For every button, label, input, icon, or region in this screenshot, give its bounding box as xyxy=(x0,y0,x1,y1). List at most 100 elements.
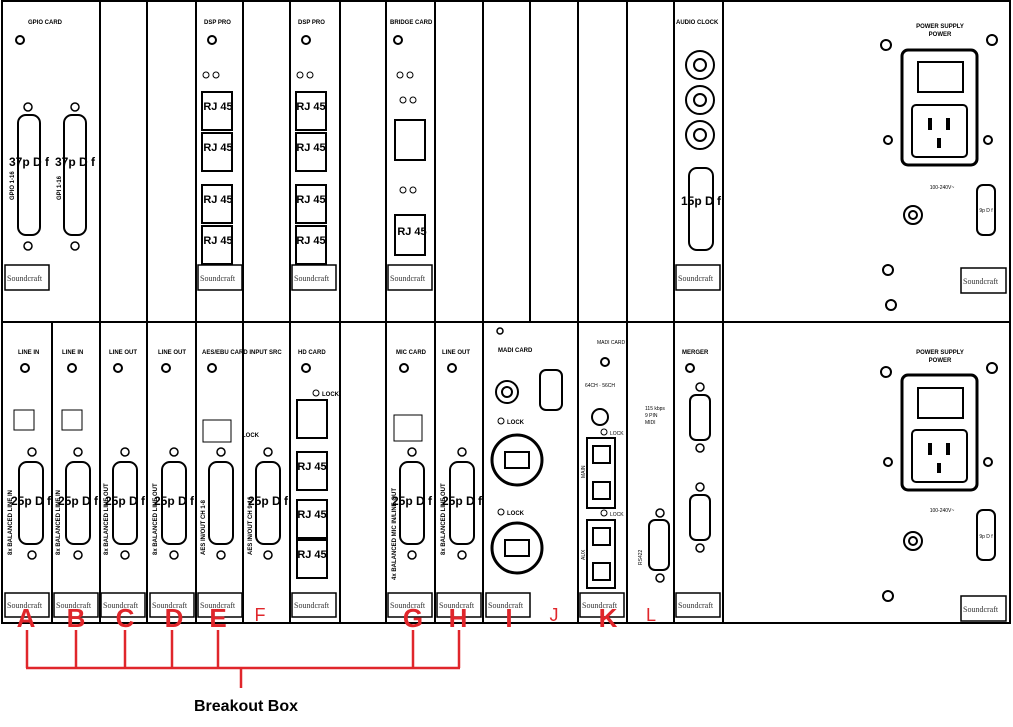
bridge-rj45-2 xyxy=(394,214,426,256)
madi-2-main: MAIN xyxy=(581,465,587,478)
bridge-brand: Soundcraft xyxy=(390,274,426,283)
hd-rj45-2 xyxy=(296,451,328,491)
line-out-c-dsub xyxy=(112,461,138,545)
psu-top-sub: POWER xyxy=(929,32,952,38)
aes-vlabel-1: AES IN/OUT CH 1-8 xyxy=(201,499,207,555)
slot-letter-e: E xyxy=(209,603,226,633)
dsp-1-rj45-4 xyxy=(201,225,233,265)
slot-letter-l: L xyxy=(646,605,656,625)
audio-clock-conn-label: 15p D f xyxy=(681,194,722,208)
slot-letter-j: J xyxy=(550,605,559,625)
dsp-card-2-title: DSP PRO xyxy=(298,20,325,26)
line-in-card-b: LINE IN 25p D f 8x BALANCED LINE IN Soun… xyxy=(53,350,99,618)
dsp-card-2: DSP PRO RJ 45 RJ 45 RJ 45 RJ 45 Soundcra… xyxy=(291,20,337,291)
madi-card-2: MADI CARD 64CH · 56CH 115 kbps 9 PIN MID… xyxy=(579,340,670,618)
gpio-connector-2 xyxy=(63,114,87,236)
line-out-d-vlabel: 8x BALANCED LINE OUT xyxy=(153,483,159,555)
breakout-box-caption: Breakout Box xyxy=(194,698,298,715)
bnc-connector-3 xyxy=(685,120,715,150)
madi-2-title: MADI CARD xyxy=(597,340,625,346)
line-in-a-vlabel: 8x BALANCED LINE IN xyxy=(8,490,14,555)
top-slot-dividers xyxy=(99,1,724,322)
psu-bottom-brand: Soundcraft xyxy=(963,605,999,614)
line-out-c-brand: Soundcraft xyxy=(103,601,139,610)
line-out-d-dsub xyxy=(161,461,187,545)
madi-2-rs: RS422 xyxy=(638,549,644,565)
hd-title: HD CARD xyxy=(298,350,326,356)
madi-2-ch: 64CH · 56CH xyxy=(585,383,615,389)
madi-2-aux: AUX xyxy=(581,549,587,560)
line-in-a-conn: 25p D f xyxy=(11,494,52,508)
line-in-a-title: LINE IN xyxy=(18,350,39,356)
aes-conn: 25p D f xyxy=(248,494,289,508)
hd-rj45-4-label: RJ 45 xyxy=(297,549,326,561)
aes-lock: LOCK xyxy=(242,433,260,439)
dsp-1-rj45-1-label: RJ 45 xyxy=(203,101,232,113)
psu-top: POWER SUPPLY POWER 100-240V~ 9p D f Soun… xyxy=(880,24,1007,311)
line-in-a-brand: Soundcraft xyxy=(7,601,43,610)
psu-top-switch xyxy=(917,61,964,93)
line-in-b-dsub xyxy=(65,461,91,545)
mic-vlabel: 4x BALANCED MIC IN/LINE OUT xyxy=(392,488,398,580)
madi-2-lock-2: LOCK xyxy=(610,512,624,518)
dsp-1-rj45-3 xyxy=(201,184,233,224)
gpio-brand: Soundcraft xyxy=(7,274,43,283)
dsp-1-rj45-3-label: RJ 45 xyxy=(203,194,232,206)
psu-bottom-inlet xyxy=(900,373,979,492)
madi-ethercon-1 xyxy=(490,433,544,487)
line-out-d-brand: Soundcraft xyxy=(152,601,188,610)
dsp-card-1: DSP PRO RJ 45 RJ 45 RJ 45 RJ 45 Soundcra… xyxy=(197,20,243,291)
merger-card: MERGER Soundcraft xyxy=(675,350,721,618)
line-out-h-dsub xyxy=(449,461,475,545)
madi-1-title: MADI CARD xyxy=(498,348,533,354)
madi-2-rate: 115 kbps xyxy=(645,406,665,412)
gpio-screw xyxy=(15,35,25,45)
psu-top-serial xyxy=(976,184,996,236)
merger-brand: Soundcraft xyxy=(678,601,714,610)
mic-card: MIC CARD 25p D f 4x BALANCED MIC IN/LINE… xyxy=(387,350,433,618)
psu-top-title: POWER SUPPLY xyxy=(916,24,964,30)
slot-letter-b: B xyxy=(67,603,86,633)
hd-rj45-4 xyxy=(296,539,328,579)
dsp-2-rj45-1-label: RJ 45 xyxy=(296,101,325,113)
hd-rj45-1 xyxy=(296,399,328,439)
madi-2-selector[interactable] xyxy=(591,408,609,426)
line-in-b-title: LINE IN xyxy=(62,350,83,356)
psu-bottom: POWER SUPPLY POWER 100-240V~ 9p D f Soun… xyxy=(880,350,1007,622)
mic-conn: 25p D f xyxy=(392,494,433,508)
psu-bottom-serial-label: 9p D f xyxy=(979,534,993,540)
line-out-h-conn: 25p D f xyxy=(442,494,483,508)
merger-dsub-2 xyxy=(689,494,711,541)
bottom-slot-dividers xyxy=(51,322,724,623)
dsp-1-rj45-4-label: RJ 45 xyxy=(203,235,232,247)
gpio-card-title: GPIO CARD xyxy=(28,20,63,26)
madi-2-main-port xyxy=(586,437,616,509)
madi-lock-2: LOCK xyxy=(507,511,525,517)
audio-clock-dsub xyxy=(688,167,714,251)
madi-2-brand: Soundcraft xyxy=(582,601,618,610)
mic-brand: Soundcraft xyxy=(390,601,426,610)
line-in-b-brand: Soundcraft xyxy=(56,601,92,610)
line-out-d-conn: 25p D f xyxy=(154,494,195,508)
line-in-a-dsub xyxy=(18,461,44,545)
slot-letters: A B C D E F G H I J K L xyxy=(17,603,656,633)
psu-bottom-sub: POWER xyxy=(929,358,952,364)
psu-bottom-serial xyxy=(976,509,996,561)
aes-title: AES/EBU CARD INPUT SRC xyxy=(202,350,282,356)
aes-dsub-1 xyxy=(208,461,234,545)
dsp-2-rj45-3-label: RJ 45 xyxy=(296,194,325,206)
aes-vlabel-2: AES IN/OUT CH 9-16 xyxy=(248,496,254,555)
psu-bottom-voltage: 100-240V~ xyxy=(930,508,955,514)
slot-letter-g: G xyxy=(403,603,423,633)
gpio-connector-2-label: 37p D f xyxy=(55,155,96,169)
gpio-connector-1-label: 37p D f xyxy=(9,155,50,169)
bridge-rj45-2-label: RJ 45 xyxy=(397,226,426,238)
line-in-b-vlabel: 8x BALANCED LINE IN xyxy=(56,490,62,555)
hd-rj45-3 xyxy=(296,499,328,539)
line-in-card-a: LINE IN 25p D f 8x BALANCED LINE IN Soun… xyxy=(4,350,52,618)
madi-2-rs422 xyxy=(648,519,670,571)
merger-title: MERGER xyxy=(682,350,709,356)
line-out-h-brand: Soundcraft xyxy=(439,601,475,610)
slot-letter-d: D xyxy=(165,603,184,633)
